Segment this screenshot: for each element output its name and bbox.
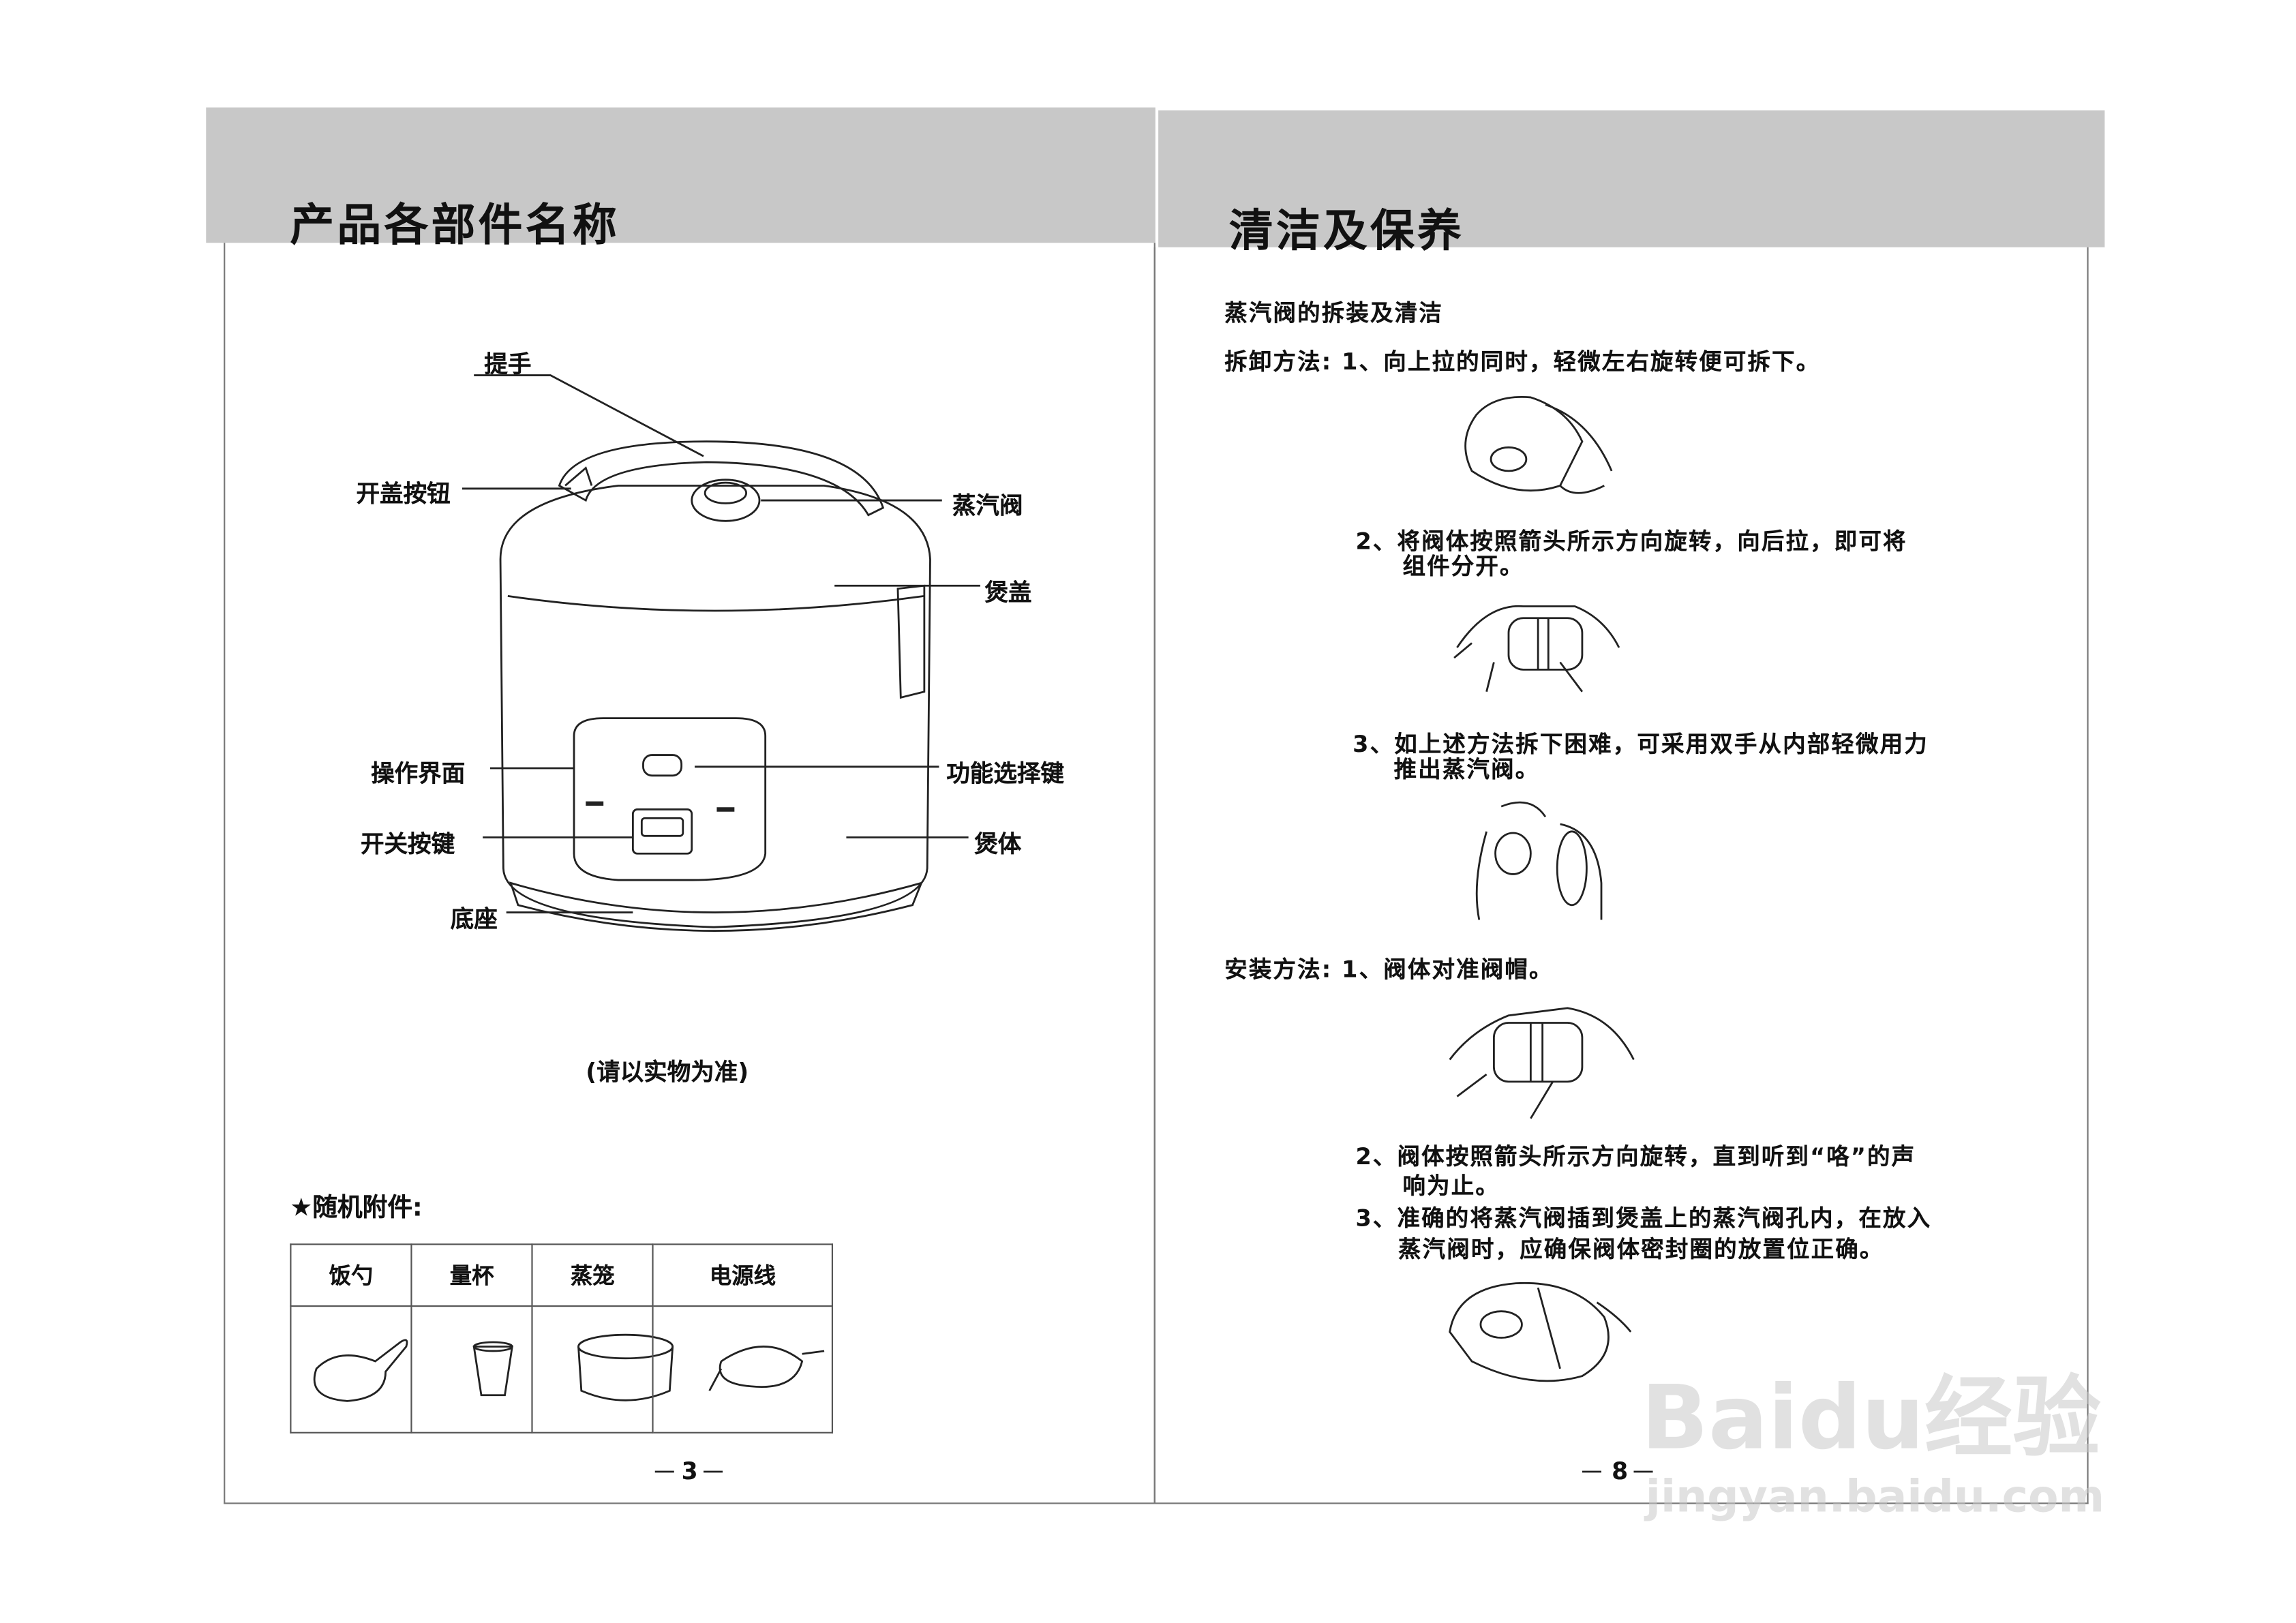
accessory-power-cord: 电源线	[652, 1243, 833, 1307]
accessories-title: ★随机附件:	[290, 1193, 423, 1224]
remove-step2: 2、将阀体按照箭头所示方向旋转，向后拉，即可将	[1355, 528, 1907, 555]
left-header-bar	[206, 107, 1155, 243]
valve-removal-step3-illustration	[1475, 801, 1603, 920]
note-refer-to-actual: (请以实物为准)	[586, 1058, 749, 1087]
label-lid-button: 开盖按钮	[356, 479, 451, 508]
accessory-measuring-cup: 量杯	[410, 1243, 533, 1307]
valve-install-step3-illustration	[1449, 1281, 1632, 1382]
remove-step3: 3、如上述方法拆下困难，可采用双手从内部轻微用力	[1353, 731, 1929, 758]
label-function-key: 功能选择键	[946, 759, 1064, 788]
baidu-watermark-url: jingyan.baidu.com	[1645, 1472, 2105, 1523]
right-page-frame	[1153, 247, 2089, 1504]
label-body: 煲体	[974, 830, 1022, 858]
label-handle: 提手	[484, 350, 532, 378]
right-page-title: 清洁及保养	[1228, 206, 1465, 258]
label-steam-valve: 蒸汽阀	[952, 491, 1023, 520]
remove-step1: 拆卸方法: 1、向上拉的同时，轻微左右旋转便可拆下。	[1224, 348, 1821, 376]
left-page-title: 产品各部件名称	[290, 200, 620, 252]
install-step2: 2、阀体按照箭头所示方向旋转，直到听到“咯”的声	[1355, 1143, 1916, 1170]
right-header-bar	[1158, 110, 2105, 247]
valve-removal-step1-illustration	[1464, 396, 1613, 494]
left-page-number: 3	[681, 1457, 698, 1485]
label-control-panel: 操作界面	[371, 759, 466, 788]
label-power-key: 开关按键	[360, 830, 455, 858]
valve-install-step1-illustration	[1449, 1007, 1635, 1119]
install-step3: 3、准确的将蒸汽阀插到煲盖上的蒸汽阀孔内，在放入	[1355, 1205, 1932, 1232]
accessories-table: 饭勺 量杯 蒸笼 电源线	[290, 1243, 833, 1434]
label-base: 底座	[450, 905, 498, 933]
install-step1: 安装方法: 1、阀体对准阀帽。	[1224, 956, 1554, 984]
baidu-watermark-logo: Baidu经验	[1641, 1367, 2101, 1470]
accessory-steamer: 蒸笼	[531, 1243, 654, 1307]
remove-step3-cont: 推出蒸汽阀。	[1393, 756, 1540, 783]
install-step3-cont: 蒸汽阀时，应确保阀体密封圈的放置位正确。	[1398, 1236, 1884, 1263]
install-step2-cont: 响为止。	[1402, 1172, 1500, 1200]
right-page-number: 8	[1612, 1457, 1629, 1485]
label-lid: 煲盖	[984, 578, 1032, 607]
section-title: 蒸汽阀的拆装及清洁	[1224, 300, 1443, 327]
remove-step2-cont: 组件分开。	[1402, 553, 1524, 580]
valve-removal-step2-illustration	[1453, 605, 1620, 693]
accessories-header-row: 饭勺 量杯 蒸笼 电源线	[290, 1243, 833, 1307]
accessories-image-row	[290, 1305, 833, 1434]
accessory-rice-spoon: 饭勺	[290, 1243, 412, 1307]
